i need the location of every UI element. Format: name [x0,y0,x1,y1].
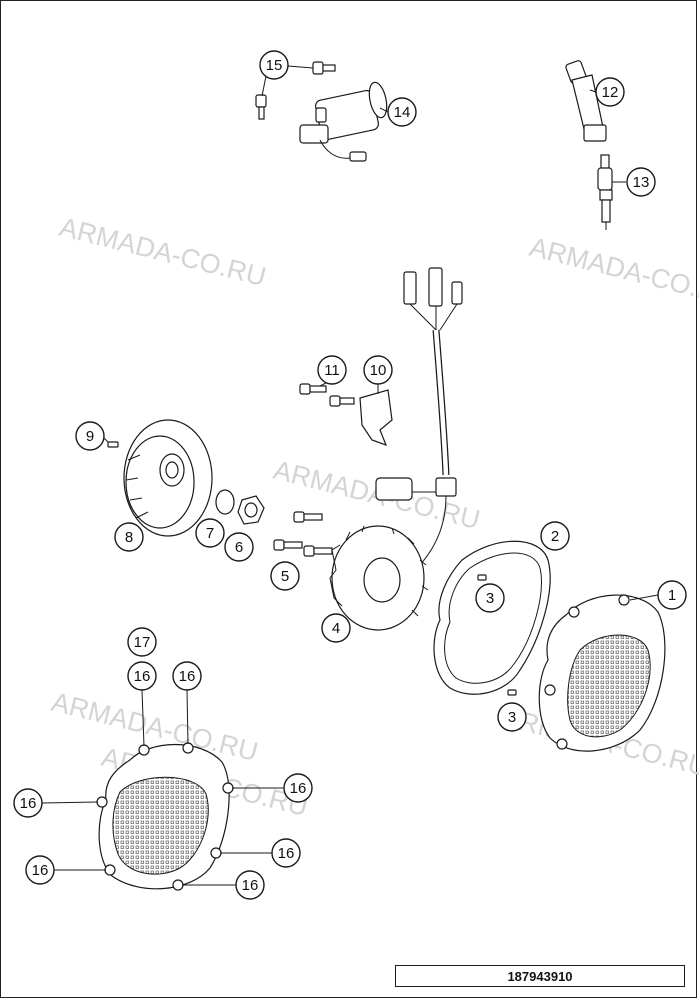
svg-text:11: 11 [324,362,340,379]
holder-screw [299,383,355,407]
washer [215,489,235,515]
stator-wiring-harness [375,267,463,576]
ignition-cover-alternate [96,742,234,891]
svg-text:1: 1 [668,587,676,604]
cable-holder [359,389,393,447]
svg-text:16: 16 [179,668,196,685]
callout-1: 1 [657,580,687,610]
callout-7: 7 [195,518,225,548]
callout-14: 14 [387,97,417,127]
svg-text:10: 10 [370,362,387,379]
svg-text:3: 3 [486,590,494,607]
callout-10: 10 [363,355,393,385]
spark-plug-cap [565,60,607,142]
callout-13: 13 [626,167,656,197]
svg-text:16: 16 [278,845,295,862]
callout-8: 8 [114,522,144,552]
svg-text:8: 8 [125,529,133,546]
svg-text:4: 4 [332,620,340,637]
svg-text:16: 16 [134,668,151,685]
callout-12: 12 [595,77,625,107]
flywheel-nut [237,495,265,525]
callout-16: 16 [127,661,157,691]
svg-text:16: 16 [32,862,49,879]
svg-text:15: 15 [266,57,283,74]
callout-16: 16 [271,838,301,868]
ignition-cover [538,594,666,752]
callout-15: 15 [259,50,289,80]
svg-text:3: 3 [508,709,516,726]
cover-gasket [433,540,551,695]
callout-16: 16 [235,870,265,900]
callout-16: 16 [25,855,55,885]
leader-lines [41,65,659,886]
callout-16: 16 [283,773,313,803]
svg-text:7: 7 [206,525,214,542]
watermark: ARMADA-CO.RU [57,212,269,292]
stator [329,525,429,631]
woodruff-key [107,441,119,448]
callout-3: 3 [475,583,505,613]
callout-4: 4 [321,613,351,643]
callout-16: 16 [172,661,202,691]
coil-bolt [255,61,336,120]
svg-text:16: 16 [20,795,37,812]
callout-16: 16 [13,788,43,818]
callout-2: 2 [540,521,570,551]
callout-17: 17 [127,627,157,657]
dowel-pin [507,689,517,696]
svg-text:14: 14 [394,104,411,121]
svg-text:12: 12 [602,84,619,101]
svg-text:9: 9 [86,428,94,445]
flywheel-rotor [123,419,213,537]
callout-5: 5 [270,561,300,591]
svg-text:16: 16 [242,877,259,894]
drawing-number: 187943910 [507,968,573,984]
drawing-number-box: 187943910 [395,965,685,987]
watermark: ARMADA-CO.RU [527,232,699,312]
callout-6: 6 [224,532,254,562]
spark-plug [597,154,613,230]
dowel-pin [477,574,487,581]
svg-text:5: 5 [281,568,289,585]
stator-screw [273,511,333,557]
callout-11: 11 [317,355,347,385]
svg-text:13: 13 [633,174,650,191]
callout-3: 3 [497,702,527,732]
svg-text:16: 16 [290,780,307,797]
svg-text:2: 2 [551,528,559,545]
svg-text:17: 17 [134,634,151,651]
callout-9: 9 [75,421,105,451]
svg-text:6: 6 [235,539,243,556]
ignition-coil [262,81,388,211]
